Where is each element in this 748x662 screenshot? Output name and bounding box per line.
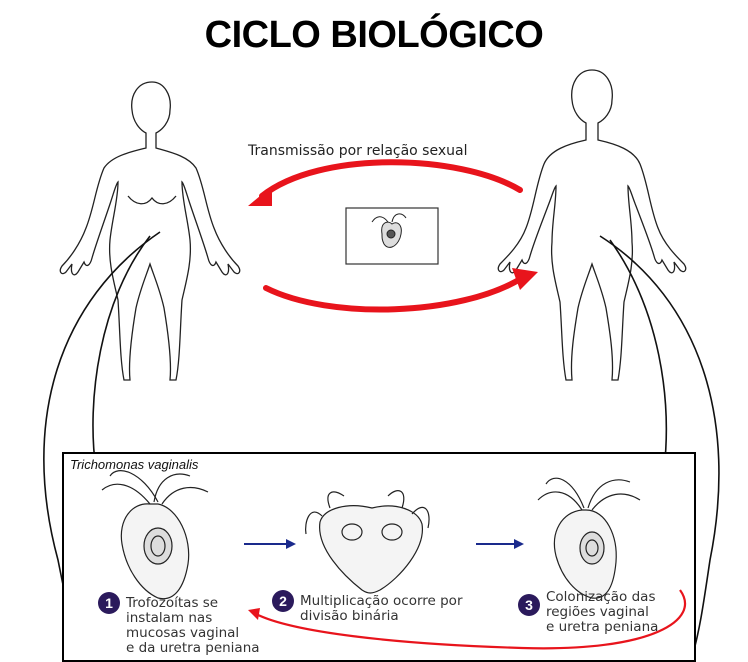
dividing-trophozoite-stage-2	[306, 491, 429, 593]
female-body-outline	[60, 82, 239, 380]
step-3-badge: 3	[518, 594, 540, 616]
lifecycle-panel: Trichomonas vaginalis	[62, 452, 696, 662]
transmission-label: Transmissão por relação sexual	[248, 143, 467, 159]
trophozoite-stage-3	[538, 478, 640, 598]
arrow-to-female	[262, 162, 520, 196]
step-2-text: Multiplicação ocorre por divisão binária	[300, 594, 463, 624]
stage-arrow-2-head	[514, 539, 524, 549]
arrow-to-male	[266, 278, 522, 310]
step-2-badge: 2	[272, 590, 294, 612]
step-3-text: Colonização das regiões vaginal e uretra…	[546, 590, 658, 635]
step-1-text: Trofozoítas se instalam nas mucosas vagi…	[126, 596, 260, 656]
male-body-outline	[498, 70, 685, 380]
trophozoite-stage-1	[102, 471, 208, 599]
stage-arrow-1-head	[286, 539, 296, 549]
step-1-badge: 1	[98, 592, 120, 614]
